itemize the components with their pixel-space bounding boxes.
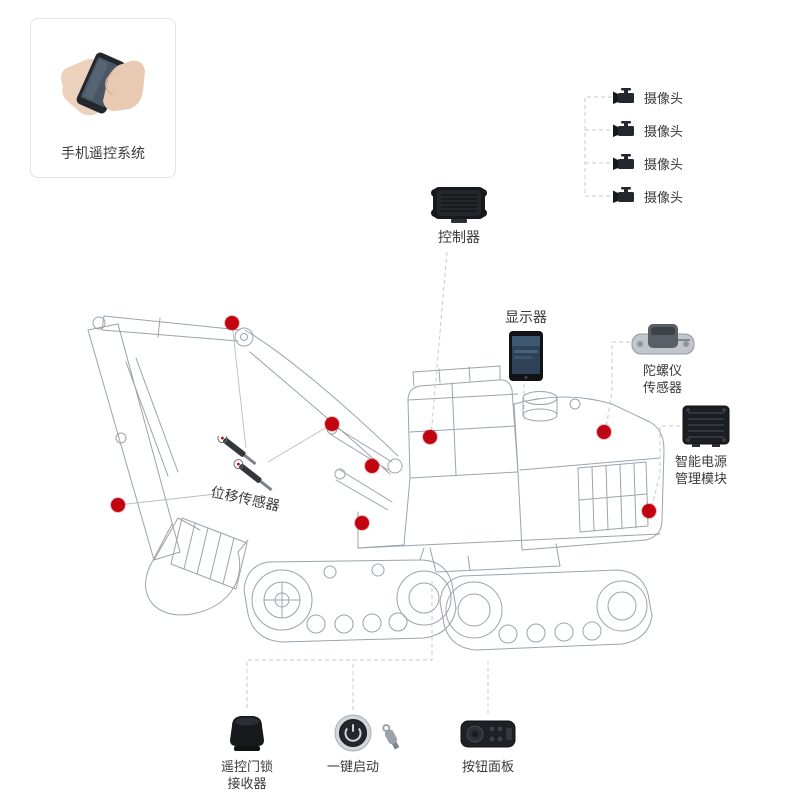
camera-icon xyxy=(613,187,634,203)
connector-lines xyxy=(246,96,680,714)
camera-label: 摄像头 xyxy=(644,157,684,173)
component-location-marker xyxy=(597,425,611,439)
camera-row: 摄像头 xyxy=(612,186,683,206)
component-location-marker xyxy=(355,516,369,530)
camera-icon xyxy=(613,88,634,104)
component-location-marker xyxy=(642,504,656,518)
gyro-label-line1: 陀螺仪 xyxy=(643,364,683,379)
connector-gyro xyxy=(605,341,630,429)
excavator-wireframe xyxy=(87,315,665,651)
component-location-marker xyxy=(365,459,379,473)
door-lock-receiver-icon xyxy=(230,716,264,751)
connector-power xyxy=(651,425,680,507)
start-button-icon xyxy=(334,714,372,752)
button-panel-label: 按钮面板 xyxy=(461,760,514,775)
camera-icon xyxy=(613,154,634,170)
power-label-line1: 智能电源 xyxy=(675,455,728,470)
displacement-leader-lines xyxy=(117,322,333,506)
power-module-icon xyxy=(682,405,730,447)
controller-icon xyxy=(431,187,487,223)
camera-label: 摄像头 xyxy=(644,190,684,206)
door-lock-label-line2: 接收器 xyxy=(227,777,267,792)
camera-row: 摄像头 xyxy=(612,120,683,140)
camera-row: 摄像头 xyxy=(612,87,683,107)
connector-bottom-main xyxy=(246,580,433,708)
component-location-marker xyxy=(325,417,339,431)
door-lock-label-line1: 遥控门锁 xyxy=(220,760,273,775)
camera-label: 摄像头 xyxy=(644,91,684,107)
camera-icon xyxy=(613,121,634,137)
connector-cameras xyxy=(584,96,612,197)
displacement-sensor-icon xyxy=(217,436,273,492)
component-location-marker xyxy=(423,430,437,444)
camera-row: 摄像头 xyxy=(612,153,683,173)
phone-system-label: 手机遥控系统 xyxy=(61,146,145,162)
connector-controller xyxy=(430,251,448,437)
hands-holding-phone-icon xyxy=(61,52,145,116)
display-icon xyxy=(509,331,543,381)
gyro-sensor-icon xyxy=(631,324,695,355)
key-fob-icon xyxy=(382,724,400,750)
component-location-marker xyxy=(111,498,125,512)
gyro-label-line2: 传感器 xyxy=(643,381,683,396)
phone-remote-card: 手机遥控系统 xyxy=(30,18,176,178)
button-panel-icon xyxy=(460,720,516,748)
camera-label: 摄像头 xyxy=(644,124,684,140)
one-key-start-label: 一键启动 xyxy=(326,760,379,775)
controller-label: 控制器 xyxy=(438,230,480,246)
component-location-marker xyxy=(225,316,239,330)
display-label: 显示器 xyxy=(505,310,547,326)
power-label-line2: 管理模块 xyxy=(675,472,728,487)
